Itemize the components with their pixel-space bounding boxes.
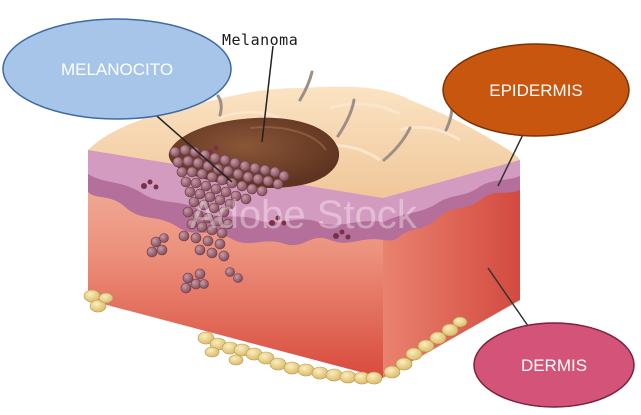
- watermark-text: Adobe Stock: [190, 193, 418, 237]
- melanocyte-markers: [141, 145, 351, 240]
- skin-fold-line: [329, 102, 401, 116]
- skin-fold-line: [219, 110, 281, 120]
- melanocito-leader-line: [149, 109, 233, 183]
- hair: [298, 70, 314, 102]
- hair: [216, 94, 223, 117]
- epidermis-bubble: EPIDERMIS: [442, 43, 630, 137]
- hair: [382, 126, 412, 162]
- basal-layer-front-light: [88, 150, 383, 225]
- fat-cells: [83, 289, 468, 385]
- skin-fold-line: [399, 125, 461, 142]
- dermis-label: DERMIS: [521, 356, 587, 375]
- tumor-highlight: [249, 126, 327, 151]
- melanoma-tumor: [168, 117, 340, 189]
- hair: [336, 98, 356, 138]
- melanoma-leader-line: [261, 45, 274, 143]
- melanocito-bubble: MELANOCITO: [2, 18, 232, 120]
- melanoma-label: Melanoma: [222, 31, 298, 49]
- melanocito-label: MELANOCITO: [61, 60, 173, 79]
- epidermis-label: EPIDERMIS: [489, 81, 583, 100]
- dermis-bubble: DERMIS: [473, 322, 635, 408]
- basal-layer-side-light: [383, 160, 520, 222]
- melanoma-cell-cluster: [146, 144, 290, 294]
